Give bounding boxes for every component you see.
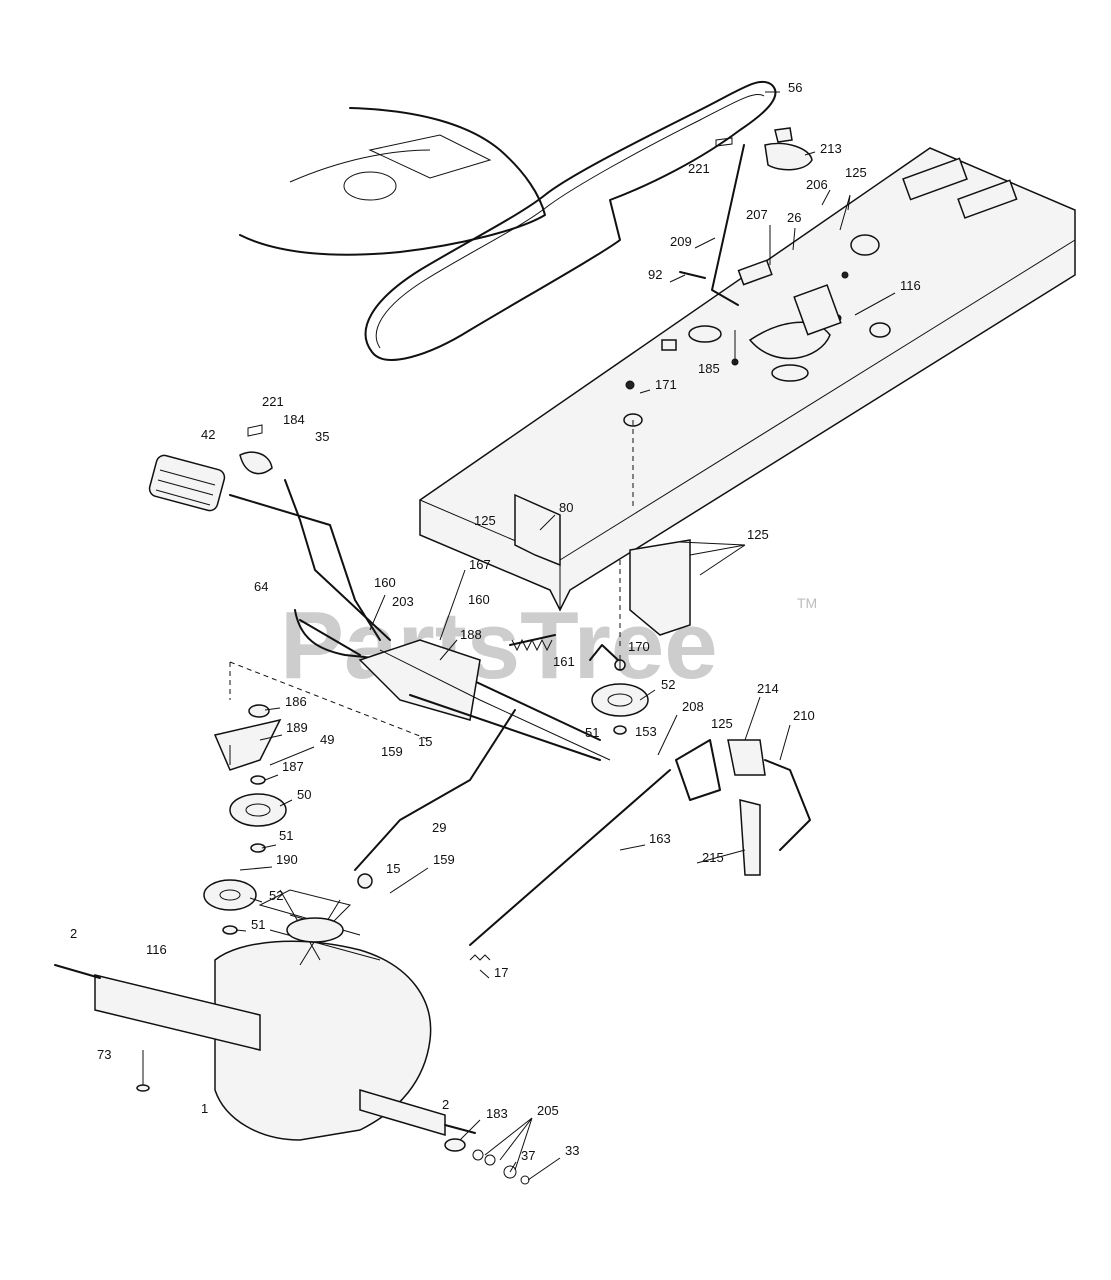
callout-80: 80 [559,500,573,515]
callout-215: 215 [702,850,724,865]
idler-pulleys [203,683,649,935]
callout-17: 17 [494,965,508,980]
callout-50: 50 [297,787,311,802]
hood-outline [239,107,546,256]
callout-116: 116 [900,278,921,293]
callout-160: 160 [374,575,396,590]
callout-52: 52 [661,677,675,692]
callout-51: 51 [279,828,293,843]
callout-51: 51 [251,917,265,932]
callout-56: 56 [788,80,802,95]
callout-167: 167 [469,557,491,572]
idler-bracket-assembly [229,634,626,889]
callout-161: 161 [553,654,575,669]
callout-171: 171 [655,377,677,392]
callout-2: 2 [442,1097,449,1112]
callout-2: 2 [70,926,77,941]
callout-186: 186 [285,694,307,709]
leader-lines [235,91,896,1181]
callout-208: 208 [682,699,704,714]
callout-159: 159 [433,852,455,867]
callout-205: 205 [537,1103,559,1118]
drive-belt [364,80,777,361]
callout-73: 73 [97,1047,111,1062]
callout-170: 170 [628,639,650,654]
callout-221: 221 [262,394,284,409]
callout-125: 125 [711,716,733,731]
callout-116: 116 [146,942,167,957]
callout-184: 184 [283,412,305,427]
callout-33: 33 [565,1143,579,1158]
callout-125: 125 [747,527,769,542]
callout-37: 37 [521,1148,535,1163]
callout-163: 163 [649,831,671,846]
brake-pedal-assembly [469,739,811,961]
callout-190: 190 [276,852,298,867]
callout-185: 185 [698,361,720,376]
callout-42: 42 [201,427,215,442]
shift-rod-assembly [679,127,842,365]
callout-188: 188 [460,627,482,642]
callout-189: 189 [286,720,308,735]
callout-15: 15 [418,734,432,749]
transaxle [54,889,530,1185]
callout-1: 1 [201,1101,208,1116]
callout-125: 125 [845,165,867,180]
callout-187: 187 [282,759,304,774]
watermark-trademark: TM [797,595,817,611]
callout-207: 207 [746,207,768,222]
callout-64: 64 [254,579,268,594]
callout-160: 160 [468,592,490,607]
callout-52: 52 [269,888,283,903]
callout-29: 29 [432,820,446,835]
drive-pedal-assembly [148,424,601,741]
callout-209: 209 [670,234,692,249]
callout-213: 213 [820,141,842,156]
callout-159: 159 [381,744,403,759]
callout-206: 206 [806,177,828,192]
callout-210: 210 [793,708,815,723]
callout-51: 51 [585,725,599,740]
callout-15: 15 [386,861,400,876]
callout-35: 35 [315,429,329,444]
callout-183: 183 [486,1106,508,1121]
callout-153: 153 [635,724,657,739]
callout-26: 26 [787,210,801,225]
chassis-frame [419,147,1076,650]
callout-49: 49 [320,732,334,747]
callout-221: 221 [688,161,710,176]
callout-214: 214 [757,681,779,696]
callout-203: 203 [392,594,414,609]
callout-92: 92 [648,267,662,282]
callout-125: 125 [474,513,496,528]
